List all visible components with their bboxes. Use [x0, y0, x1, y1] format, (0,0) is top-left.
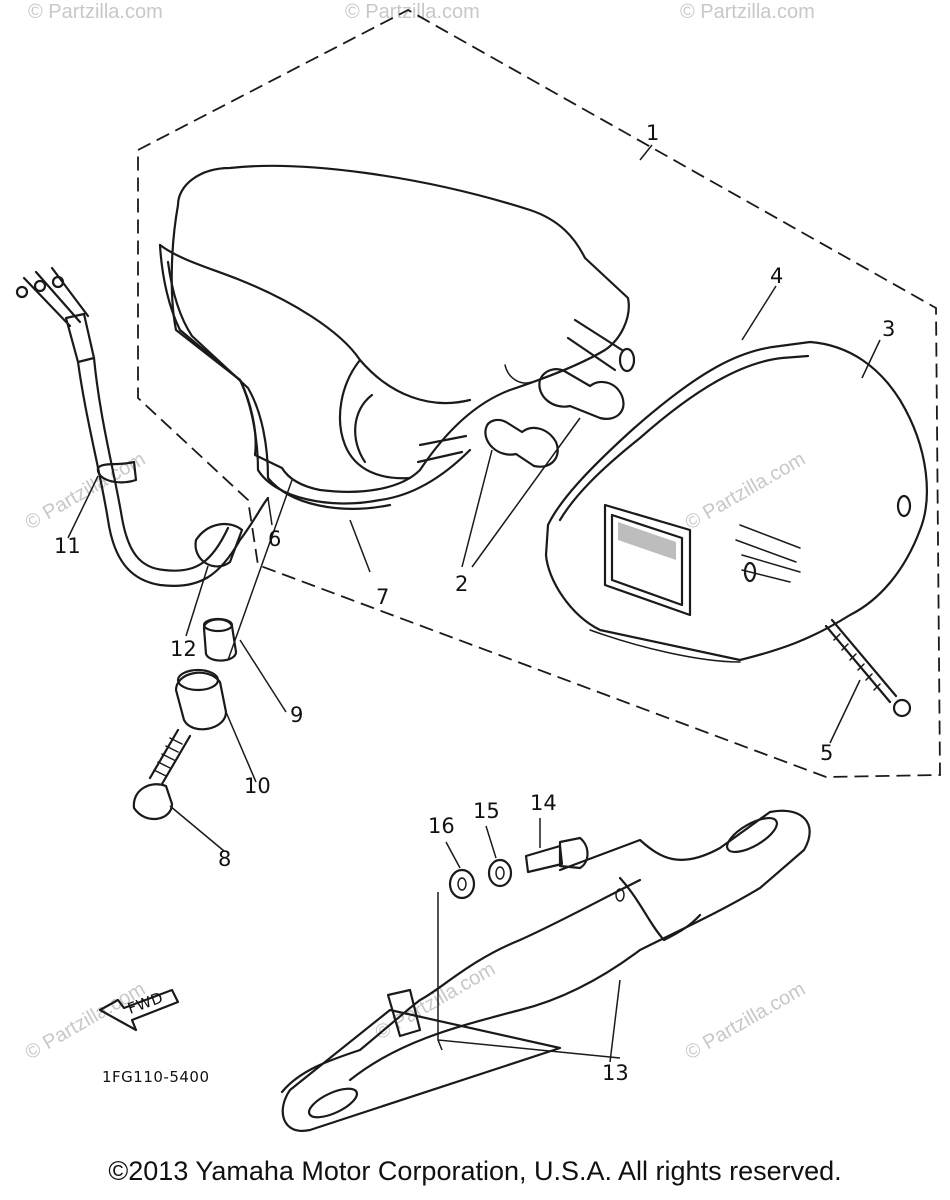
taillight-housing: [158, 164, 636, 510]
watermark: © Partzilla.com: [28, 1, 163, 23]
watermark: © Partzilla.com: [22, 978, 150, 1064]
watermark: © Partzilla.com: [22, 448, 150, 534]
watermark: © Partzilla.com: [680, 1, 815, 23]
callout-3: 3: [882, 317, 895, 341]
callout-15: 15: [473, 799, 500, 823]
bracket-hardware: [448, 836, 589, 900]
watermark: © Partzilla.com: [345, 1, 480, 23]
callout-16: 16: [428, 814, 455, 838]
callout-11: 11: [54, 534, 81, 558]
callout-13: 13: [602, 1061, 629, 1085]
taillight-lens: [544, 340, 928, 663]
license-bracket: [280, 809, 811, 1132]
callout-7: 7: [376, 585, 389, 609]
lens-screw: [824, 618, 912, 718]
leader-lines: [67, 144, 881, 1063]
callout-1: 1: [646, 121, 659, 145]
callout-10: 10: [244, 774, 271, 798]
callout-9: 9: [290, 703, 303, 727]
callout-5: 5: [820, 741, 833, 765]
copyright-notice: ©2013 Yamaha Motor Corporation, U.S.A. A…: [108, 1156, 842, 1186]
bulbs: [484, 368, 625, 468]
mounting-hardware: [132, 617, 238, 821]
watermark-group: © Partzilla.com © Partzilla.com © Partzi…: [22, 1, 815, 1064]
drawing-code: 1FG110-5400: [102, 1068, 210, 1086]
watermark: © Partzilla.com: [682, 978, 810, 1064]
callout-12: 12: [170, 637, 197, 661]
callout-4: 4: [770, 264, 783, 288]
callout-14: 14: [530, 791, 557, 815]
callout-numbers: 1 2 3 4 5 6 7 8 9 10 11 12 13 14 15 16: [54, 121, 895, 1085]
callout-2: 2: [455, 572, 468, 596]
callout-8: 8: [218, 847, 231, 871]
assembly-boundary-dashed: [137, 8, 941, 778]
callout-6: 6: [268, 527, 281, 551]
watermark: © Partzilla.com: [682, 448, 810, 534]
wire-harness: [15, 266, 270, 587]
